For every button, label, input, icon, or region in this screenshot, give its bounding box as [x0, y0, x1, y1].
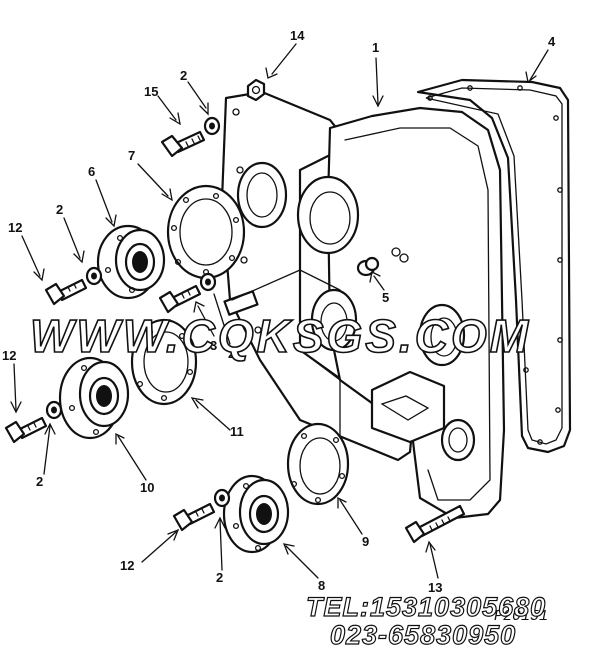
bolt-part-12-upper [44, 266, 103, 306]
callout-11: 11 [230, 424, 244, 439]
callout-7: 7 [128, 148, 135, 163]
gasket-part-9 [286, 422, 350, 506]
gasket-part-11 [130, 318, 198, 406]
callout-10: 10 [140, 480, 154, 495]
callout-1: 1 [372, 40, 379, 55]
callout-15: 15 [144, 84, 158, 99]
gear-housing-part-1 [220, 90, 506, 520]
callout-8: 8 [318, 578, 325, 593]
callout-3: 3 [210, 338, 217, 353]
callout-2-left: 2 [56, 202, 63, 217]
callout-2-upper: 2 [180, 68, 187, 83]
callout-2-lower: 2 [216, 570, 223, 585]
callout-5: 5 [382, 290, 389, 305]
callout-12-upper: 12 [8, 220, 22, 235]
gasket-part-4 [416, 78, 572, 454]
bolt-part-12-lower [172, 488, 231, 532]
watermark-text: WWW.CQKSGS.COM [30, 310, 531, 362]
drawing-code: P20151 [494, 608, 548, 625]
bolt-part-3 [158, 272, 217, 314]
callout-9: 9 [362, 534, 369, 549]
callout-4: 4 [548, 34, 556, 49]
bolt-part-13 [404, 504, 466, 544]
washer-part-2-upper [203, 116, 221, 136]
seal-carrier-part-6 [96, 224, 166, 300]
callout-14: 14 [290, 28, 305, 43]
plug-part-5 [356, 256, 380, 277]
callout-12-lower: 12 [120, 558, 134, 573]
bolt-part-15 [160, 130, 206, 158]
seal-carrier-part-8 [222, 474, 290, 554]
callout-labels: 1 4 14 15 2 7 6 2 12 5 3 2 12 11 2 10 9 … [2, 28, 556, 595]
nut-part-14 [246, 78, 266, 102]
leader-lines [10, 43, 549, 579]
bolt-part-12-middle [4, 400, 63, 444]
callout-2-lower-left: 2 [36, 474, 43, 489]
contact-tel: TEL:15310305680 [306, 592, 546, 622]
callout-12-middle: 12 [2, 348, 16, 363]
callout-6: 6 [88, 164, 95, 179]
seal-carrier-part-10 [58, 356, 130, 440]
callout-2-center: 2 [228, 346, 235, 361]
callout-13: 13 [428, 580, 442, 595]
contact-phone: 023-65830950 [330, 620, 516, 650]
gasket-part-7 [166, 184, 246, 280]
